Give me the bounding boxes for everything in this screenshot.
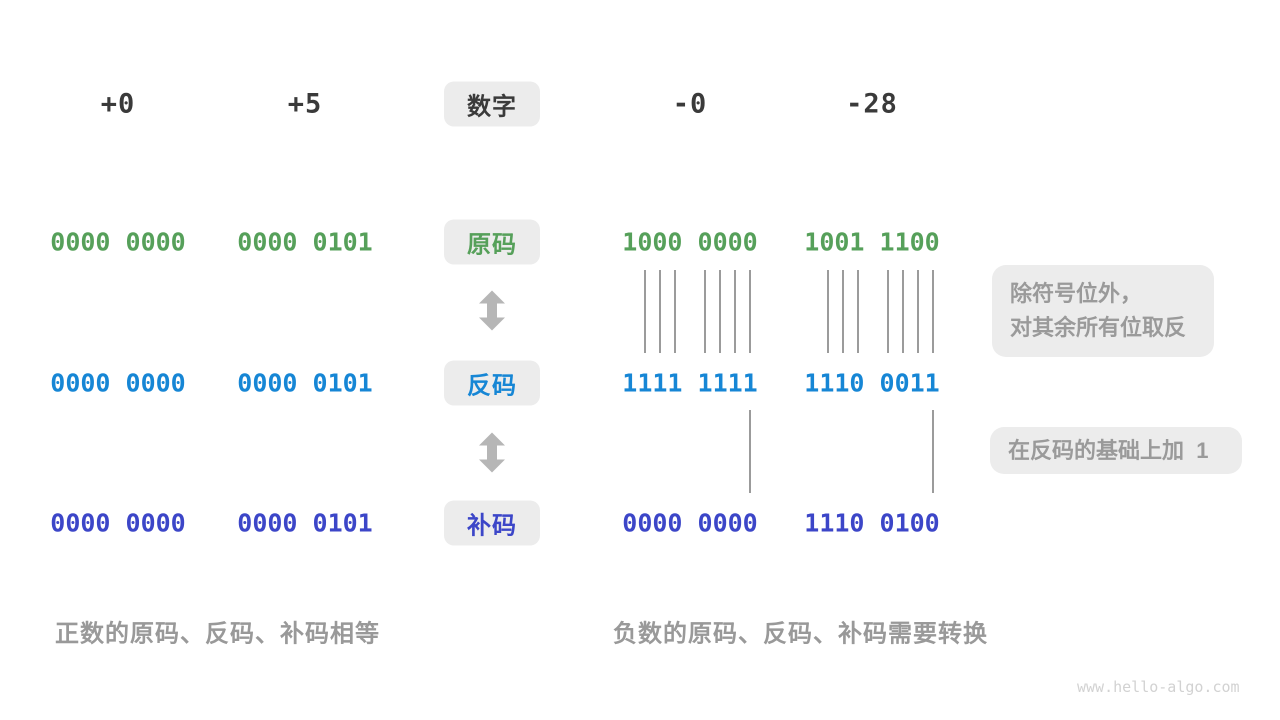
bit-flip-line bbox=[842, 270, 844, 353]
bit-flip-line bbox=[749, 270, 751, 353]
bit-flip-line bbox=[887, 270, 889, 353]
add-one-line bbox=[932, 410, 934, 493]
note-flip-bits: 除符号位外， 对其余所有位取反 bbox=[992, 265, 1214, 357]
header-label-plus0: +0 bbox=[100, 88, 136, 120]
badge-ones-complement: 反码 bbox=[444, 360, 540, 406]
twos-complement-value: 0000 0000 bbox=[50, 508, 186, 538]
sign-magnitude-value: 0000 0000 bbox=[50, 227, 186, 257]
header-label-plus5: +5 bbox=[287, 88, 323, 120]
badge-twos-complement: 补码 bbox=[444, 500, 540, 546]
bit-flip-line bbox=[857, 270, 859, 353]
note-add-one: 在反码的基础上加 1 bbox=[990, 427, 1242, 474]
sign-magnitude-value: 1000 0000 bbox=[622, 227, 758, 257]
ones-complement-value: 0000 0101 bbox=[237, 368, 373, 398]
caption-negative: 负数的原码、反码、补码需要转换 bbox=[613, 620, 988, 648]
twos-complement-value: 0000 0000 bbox=[622, 508, 758, 538]
watermark-url: www.hello-algo.com bbox=[1077, 678, 1240, 696]
badge-sign-magnitude: 原码 bbox=[444, 219, 540, 265]
caption-positive: 正数的原码、反码、补码相等 bbox=[55, 620, 380, 648]
ones-complement-value: 1110 0011 bbox=[804, 368, 940, 398]
header-label-minus0: -0 bbox=[672, 88, 708, 120]
twos-complement-value: 0000 0101 bbox=[237, 508, 373, 538]
bit-flip-line bbox=[659, 270, 661, 353]
header-label-minus28: -28 bbox=[846, 88, 898, 120]
sign-magnitude-value: 0000 0101 bbox=[237, 227, 373, 257]
updown-arrow-icon bbox=[479, 290, 505, 336]
bit-flip-line bbox=[827, 270, 829, 353]
updown-arrow-icon bbox=[479, 432, 505, 478]
bit-flip-line bbox=[719, 270, 721, 353]
note-add-one-text: 在反码的基础上加 1 bbox=[1008, 437, 1209, 463]
ones-complement-value: 0000 0000 bbox=[50, 368, 186, 398]
ones-complement-value: 1111 1111 bbox=[622, 368, 758, 398]
twos-complement-value: 1110 0100 bbox=[804, 508, 940, 538]
bit-flip-line bbox=[734, 270, 736, 353]
badge-number: 数字 bbox=[444, 81, 540, 127]
note-flip-bits-line1: 除符号位外， bbox=[1010, 281, 1143, 306]
bit-flip-line bbox=[932, 270, 934, 353]
bit-flip-line bbox=[902, 270, 904, 353]
bit-flip-line bbox=[917, 270, 919, 353]
sign-magnitude-value: 1001 1100 bbox=[804, 227, 940, 257]
bit-flip-line bbox=[704, 270, 706, 353]
add-one-line bbox=[749, 410, 751, 493]
bit-flip-line bbox=[644, 270, 646, 353]
note-flip-bits-line2: 对其余所有位取反 bbox=[1010, 315, 1187, 340]
bit-flip-line bbox=[674, 270, 676, 353]
